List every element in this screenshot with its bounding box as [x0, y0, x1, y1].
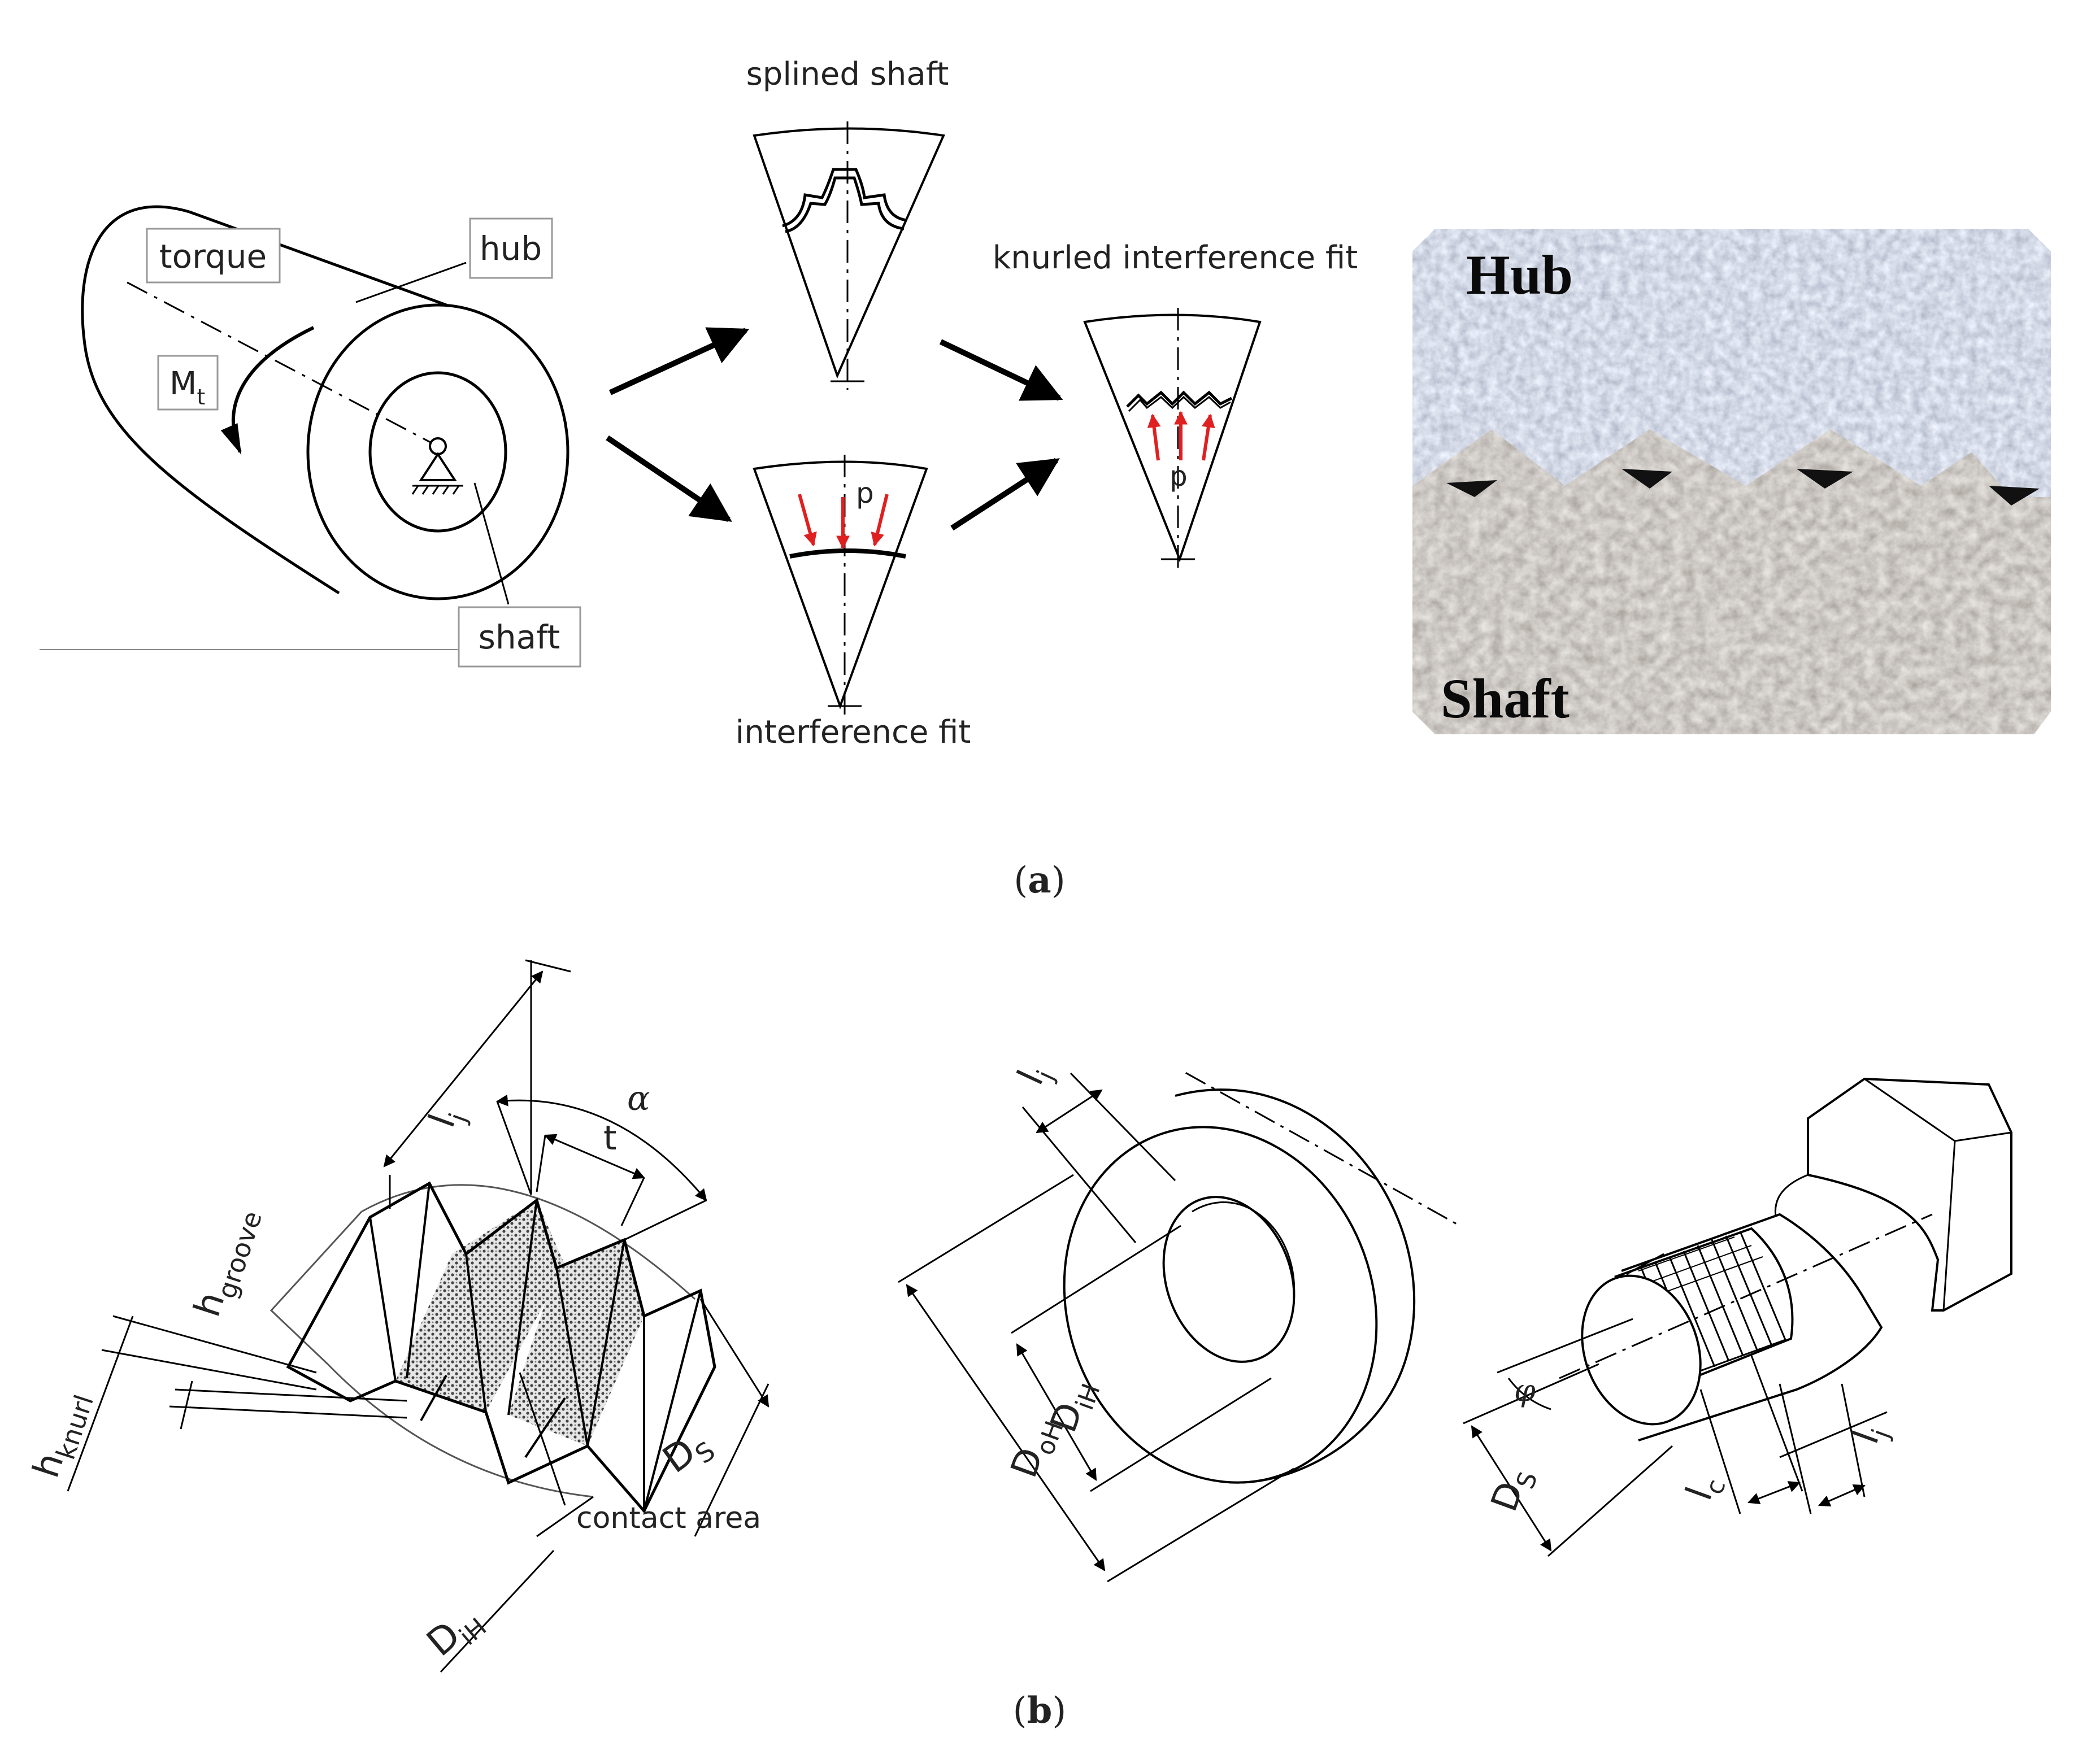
hub-lj-label: lj — [1010, 1058, 1060, 1094]
caption-b-letter: b — [1027, 1689, 1053, 1732]
caption-a-letter: a — [1028, 859, 1051, 901]
interference-fit-label: interference fit — [736, 714, 971, 751]
shaft-ds-dimension — [1471, 1425, 1552, 1552]
pivot-support-icon — [419, 452, 457, 481]
label-boxes — [146, 217, 581, 668]
moment-label: Mt — [169, 365, 205, 410]
phi-arc — [1507, 1378, 1551, 1410]
cylinder-top-edge — [189, 210, 447, 307]
transition-arrows — [606, 327, 1063, 531]
hgroove-dimension — [180, 1380, 193, 1430]
spline-tooth — [782, 168, 907, 233]
gap-void-1 — [1446, 480, 1497, 497]
moment-sub: t — [197, 385, 205, 410]
alpha-label: α — [627, 1079, 650, 1118]
hgroove-label: hgroove — [186, 1201, 268, 1324]
interference-fit-sector — [753, 455, 928, 717]
pressure-arrows-knurled — [1147, 411, 1215, 461]
panel-b: lj α t hgroove hknurl DS DiH contact are… — [25, 959, 2012, 1732]
shaft-lc-label: lc — [1678, 1469, 1731, 1508]
inner-arc — [327, 1363, 594, 1498]
photo-shaft-label: Shaft — [1441, 667, 1570, 730]
photo-hub-label: Hub — [1466, 243, 1573, 306]
caption-a: (a) — [1014, 859, 1065, 901]
hub-ring-drawing — [898, 1072, 1459, 1583]
dih-label: DiH — [419, 1596, 492, 1669]
hub-leader-line — [355, 262, 467, 303]
hub-ring-front — [1063, 1126, 1378, 1484]
dih-dimension — [440, 1549, 555, 1673]
pivot-circle — [429, 437, 447, 455]
caption-b-close: ) — [1052, 1690, 1066, 1732]
shaft-leader-line — [473, 482, 510, 605]
knurl-cross-section — [67, 959, 770, 1673]
pressure-arrows-interference — [798, 494, 889, 550]
contact-band-1 — [395, 1200, 565, 1412]
hub-doh-dimension — [906, 1284, 1106, 1571]
caption-b: (b) — [1013, 1689, 1067, 1732]
t-label: t — [603, 1118, 617, 1158]
hub-label: hub — [480, 229, 542, 268]
shaft-label: shaft — [479, 618, 560, 656]
moment-main: M — [169, 365, 197, 402]
gap-void-2 — [1621, 469, 1672, 489]
shaft-ds-label: DS — [1483, 1462, 1543, 1519]
arrow-to-splined — [608, 327, 750, 395]
dih-main: D — [419, 1613, 468, 1665]
t-dimension — [544, 1134, 645, 1179]
shaft-axis — [1559, 1213, 1933, 1379]
splined-shaft-label: splined shaft — [746, 56, 949, 93]
arrow-splined-to-knurled — [939, 339, 1063, 401]
caption-b-open: ( — [1013, 1690, 1027, 1732]
contact-area-label: contact area — [576, 1501, 761, 1535]
shaft-lc-dimension — [1747, 1481, 1801, 1504]
knurled-fit-label: knurled interference fit — [993, 239, 1358, 276]
lj-label: lj — [421, 1103, 473, 1135]
caption-a-close: ) — [1051, 860, 1066, 901]
shaft-label-box — [458, 606, 581, 668]
knurled-shaft-drawing — [1463, 1077, 2012, 1557]
hub-bore-front — [1162, 1196, 1296, 1363]
shaft-head — [1807, 1077, 2012, 1312]
pressure-label-1: p — [856, 477, 874, 509]
torque-label: torque — [159, 237, 267, 276]
hub-lj-dimension — [1036, 1089, 1103, 1134]
axis-line — [127, 281, 438, 447]
torque-arrow — [220, 326, 315, 455]
shaft-lj-label: lj — [1845, 1419, 1896, 1451]
panel-a: torque hub Mt shaft splined shaft — [40, 56, 2051, 901]
hub-bore-back — [1192, 1201, 1296, 1300]
ds-dimension — [699, 1299, 770, 1408]
arrow-to-interference — [606, 435, 732, 522]
torque-label-box — [146, 228, 281, 284]
pressure-label-2: p — [1170, 460, 1188, 493]
alpha-dimension — [495, 1094, 707, 1201]
ground-hatch — [411, 485, 463, 495]
gap-void-3 — [1797, 469, 1853, 489]
knurled-fit-sector — [1083, 308, 1262, 568]
hub-axis — [1185, 1072, 1459, 1226]
lj-dimension — [383, 970, 544, 1168]
micrograph-photo: Hub Shaft — [1412, 229, 2051, 734]
shaft-lj-dimension — [1818, 1484, 1866, 1507]
shaft-phi-label: φ — [1514, 1373, 1536, 1408]
arrow-interference-to-knurled — [950, 458, 1060, 531]
moment-label-box — [157, 355, 219, 411]
hgroove-sub: groove — [211, 1208, 268, 1303]
splined-shaft-sector — [753, 121, 945, 390]
caption-a-open: ( — [1014, 860, 1028, 901]
hknurl-dimension — [67, 1316, 134, 1492]
contact-area-leader — [519, 1372, 566, 1506]
hub-label-box — [469, 217, 553, 279]
gap-void-4 — [1989, 486, 2040, 506]
contact-band-2 — [508, 1240, 644, 1446]
